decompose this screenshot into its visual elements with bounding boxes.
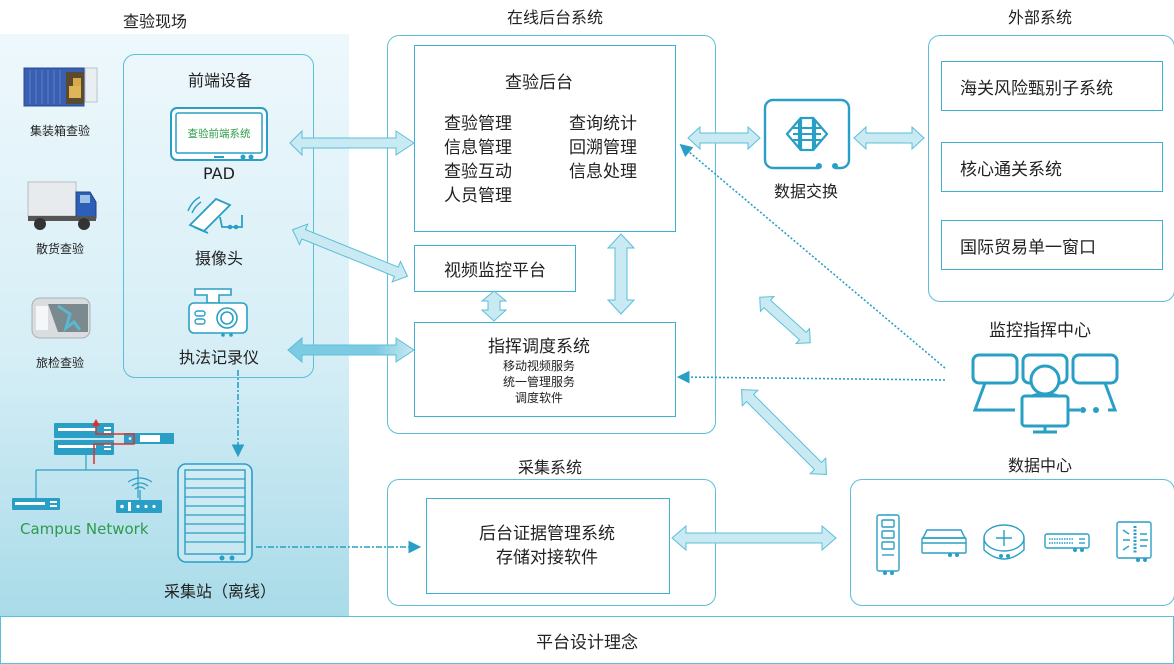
external-system-item[interactable]: 国际贸易单一窗口 bbox=[941, 220, 1163, 270]
backend-function: 信息处理 bbox=[569, 162, 637, 182]
dispatch-service: 统一管理服务 bbox=[502, 375, 575, 389]
campus-network-diagram bbox=[12, 419, 174, 513]
collection-station-label: 采集站（离线） bbox=[163, 582, 276, 601]
camera-label: 摄像头 bbox=[194, 249, 243, 268]
external-system-item[interactable]: 海关风险甄别子系统 bbox=[941, 61, 1163, 111]
data-exchange-label: 数据交换 bbox=[773, 182, 838, 201]
pad-label: PAD bbox=[203, 164, 235, 183]
up-arrow-icon bbox=[92, 419, 100, 426]
dispatch-service: 调度软件 bbox=[514, 391, 563, 405]
storage-server-icon bbox=[876, 514, 900, 572]
collection-station-icon bbox=[177, 463, 253, 563]
data-center-group bbox=[850, 479, 1174, 606]
monitoring-center-title: 监控指挥中心 bbox=[989, 321, 1091, 341]
recorder-label: 执法记录仪 bbox=[178, 348, 259, 367]
container-icon bbox=[23, 67, 98, 107]
inspection-type-label: 散货查验 bbox=[35, 242, 84, 256]
campus-network-label: Campus Network bbox=[20, 520, 149, 538]
data-exchange-icon[interactable] bbox=[763, 98, 851, 170]
access-switch-icon bbox=[12, 498, 60, 510]
backend-function: 回溯管理 bbox=[569, 138, 637, 158]
wireless-ap-icon bbox=[116, 477, 162, 513]
inspection-backend-right-list: 查询统计 回溯管理 信息处理 bbox=[569, 112, 637, 184]
truck-icon bbox=[27, 181, 97, 230]
data-center-devices bbox=[876, 514, 1152, 575]
law-enforcement-recorder-icon bbox=[188, 288, 248, 337]
firewall-icon bbox=[1116, 521, 1152, 559]
dispatch-service: 移动视频服务 bbox=[502, 359, 575, 373]
evidence-system-line: 存储对接软件 bbox=[496, 548, 598, 568]
pad-icon bbox=[170, 107, 268, 161]
pad-device[interactable]: 查验前端系统 bbox=[170, 107, 268, 163]
inspection-site-title: 查验现场 bbox=[122, 12, 187, 31]
monitoring-center-icon[interactable] bbox=[970, 350, 1120, 434]
dispatch-system-title: 指挥调度系统 bbox=[488, 337, 590, 357]
pad-screen-text: 查验前端系统 bbox=[187, 128, 251, 140]
inspection-backend-left-list: 查验管理 信息管理 查验互动 人员管理 bbox=[444, 112, 512, 208]
redundant-link-line bbox=[93, 422, 135, 464]
evidence-management-text: 后台证据管理系统 存储对接软件 bbox=[426, 522, 668, 570]
backend-function: 查验互动 bbox=[444, 162, 512, 182]
backend-function: 人员管理 bbox=[444, 186, 512, 206]
switch-icon bbox=[1044, 533, 1090, 549]
backend-function: 查验管理 bbox=[444, 114, 512, 134]
platform-design-concept-bar[interactable]: 平台设计理念 bbox=[0, 616, 1174, 664]
frontend-devices-title: 前端设备 bbox=[187, 71, 252, 90]
online-backend-title: 在线后台系统 bbox=[506, 8, 603, 27]
frontend-devices-group bbox=[123, 54, 314, 378]
router-icon bbox=[983, 524, 1025, 560]
backend-function: 查询统计 bbox=[569, 114, 637, 134]
double-arrow-backend-monitoring bbox=[759, 295, 811, 345]
backend-function: 信息管理 bbox=[444, 138, 512, 158]
core-switch-icon bbox=[54, 423, 174, 455]
inspection-type-label: 集装箱查验 bbox=[29, 124, 90, 138]
dispatch-system-box[interactable] bbox=[414, 322, 676, 417]
inspection-backend-box[interactable] bbox=[414, 45, 676, 232]
camera-icon bbox=[187, 196, 243, 234]
external-system-item[interactable]: 核心通关系统 bbox=[941, 142, 1163, 192]
video-platform-box[interactable]: 视频监控平台 bbox=[414, 245, 576, 292]
evidence-system-line: 后台证据管理系统 bbox=[479, 524, 615, 544]
double-arrow-exchange-external bbox=[853, 125, 925, 151]
luggage-scanner-icon bbox=[31, 297, 91, 339]
dispatch-system-list: 移动视频服务 统一管理服务 调度软件 bbox=[414, 358, 664, 406]
dotted-link-monitoring-dispatch bbox=[676, 370, 946, 384]
double-arrow-backend-datacenter bbox=[741, 389, 827, 475]
external-systems-title: 外部系统 bbox=[1007, 8, 1072, 27]
nas-icon bbox=[921, 529, 967, 554]
evidence-management-box[interactable] bbox=[426, 498, 670, 594]
inspection-type-label: 旅检查验 bbox=[35, 356, 84, 370]
inspection-backend-title: 查验后台 bbox=[505, 73, 573, 93]
collection-system-title: 采集系统 bbox=[517, 458, 582, 477]
data-center-title: 数据中心 bbox=[1007, 456, 1072, 475]
